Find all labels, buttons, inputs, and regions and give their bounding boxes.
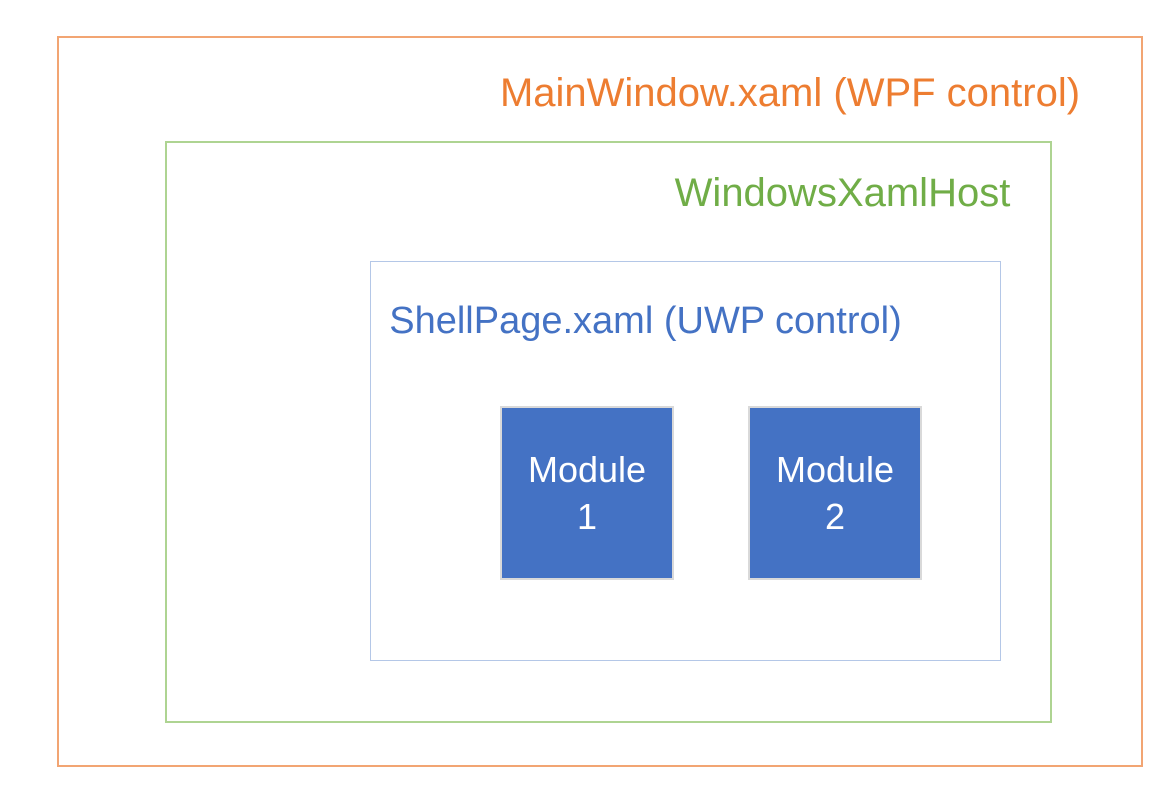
shellpage-uwp-box <box>370 261 1001 661</box>
module-1-label-line2: 1 <box>576 496 598 537</box>
module-2-box: Module 2 <box>748 406 922 580</box>
windowsxamlhost-label: WindowsXamlHost <box>674 171 1011 215</box>
module-2-label-line1: Module <box>775 449 895 490</box>
windowsxamlhost-box <box>165 141 1052 723</box>
module-2-label-line2: 2 <box>824 496 846 537</box>
mainwindow-label: MainWindow.xaml (WPF control) <box>499 71 1081 115</box>
module-1-box: Module 1 <box>500 406 674 580</box>
shellpage-label: ShellPage.xaml (UWP control) <box>389 300 902 342</box>
module-1-label-line1: Module <box>527 449 647 490</box>
mainwindow-wpf-box <box>57 36 1143 767</box>
